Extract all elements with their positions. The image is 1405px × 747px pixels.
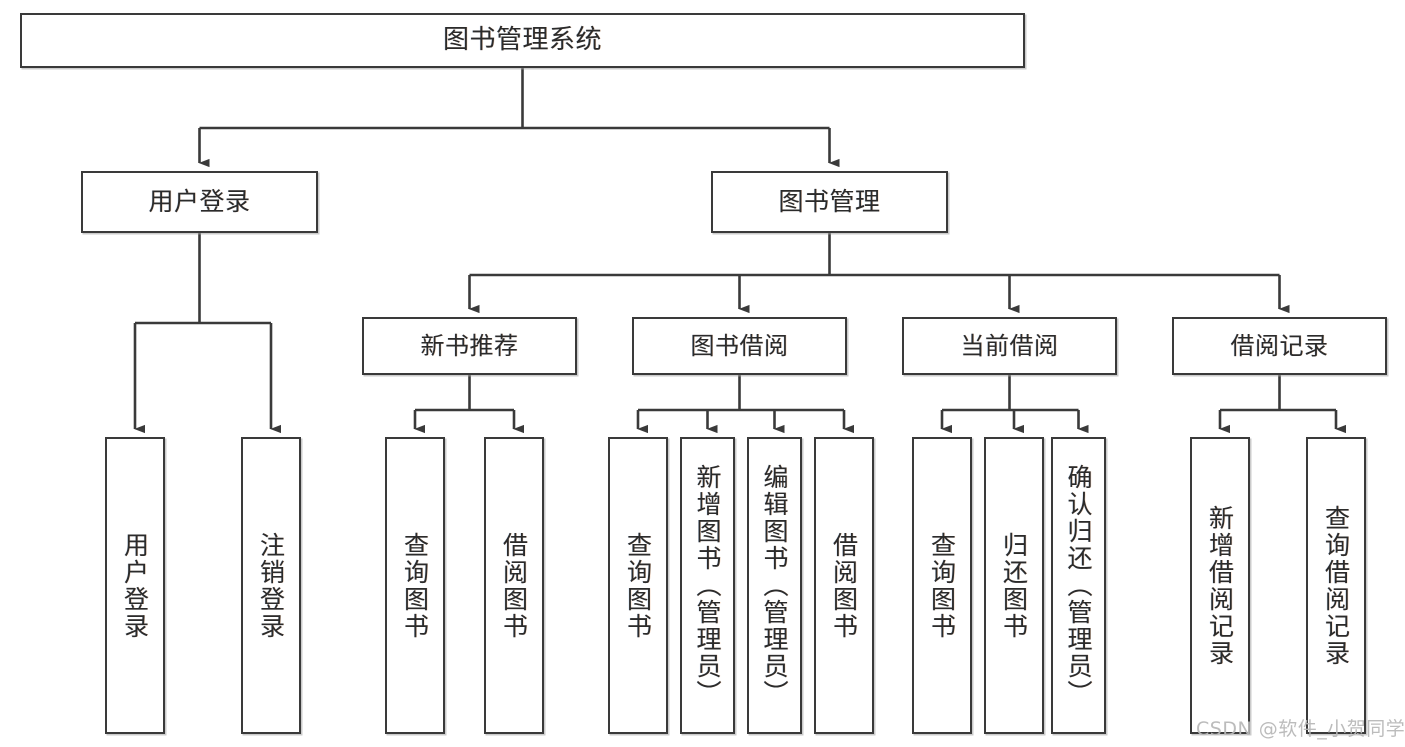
node-new-book-recommend-label: 新书推荐: [420, 331, 519, 360]
leaf-borrow-book-2[interactable]: 借阅图书: [814, 437, 874, 734]
leaf-logout-label: 注销登录: [256, 531, 286, 640]
node-borrow-record-label: 借阅记录: [1230, 331, 1329, 360]
node-root-label: 图书管理系统: [442, 25, 602, 56]
node-user-login-label: 用户登录: [148, 187, 251, 217]
leaf-borrow-book-2-label: 借阅图书: [829, 531, 859, 640]
node-book-manage-label: 图书管理: [778, 187, 881, 217]
leaf-add-book-admin-label: 新增图书（管理员）: [693, 464, 722, 707]
leaf-add-borrow-record[interactable]: 新增借阅记录: [1190, 437, 1250, 734]
leaf-add-book-admin[interactable]: 新增图书（管理员）: [680, 437, 735, 734]
node-root[interactable]: 图书管理系统: [20, 13, 1025, 68]
node-new-book-recommend[interactable]: 新书推荐: [362, 317, 577, 375]
leaf-borrow-book-1-label: 借阅图书: [499, 531, 529, 640]
csdn-watermark: CSDN @软件_小贺同学: [1196, 718, 1405, 740]
node-user-login[interactable]: 用户登录: [81, 171, 318, 233]
leaf-edit-book-admin-label: 编辑图书（管理员）: [760, 464, 789, 707]
leaf-query-book-3-label: 查询图书: [927, 531, 957, 640]
leaf-edit-book-admin[interactable]: 编辑图书（管理员）: [747, 437, 802, 734]
leaf-query-book-2[interactable]: 查询图书: [608, 437, 668, 734]
leaf-borrow-book-1[interactable]: 借阅图书: [484, 437, 544, 734]
leaf-query-borrow-record-label: 查询借阅记录: [1321, 504, 1351, 667]
node-borrow-record[interactable]: 借阅记录: [1172, 317, 1387, 375]
leaf-query-book-3[interactable]: 查询图书: [912, 437, 972, 734]
leaf-add-borrow-record-label: 新增借阅记录: [1205, 504, 1235, 667]
leaf-confirm-return-admin[interactable]: 确认归还（管理员）: [1051, 437, 1106, 734]
leaf-return-book[interactable]: 归还图书: [984, 437, 1044, 734]
leaf-user-login-label: 用户登录: [120, 531, 150, 640]
node-book-manage[interactable]: 图书管理: [711, 171, 948, 233]
leaf-query-book-2-label: 查询图书: [623, 531, 653, 640]
node-book-borrow[interactable]: 图书借阅: [632, 317, 847, 375]
leaf-logout[interactable]: 注销登录: [241, 437, 301, 734]
leaf-return-book-label: 归还图书: [999, 531, 1029, 640]
leaf-query-borrow-record[interactable]: 查询借阅记录: [1306, 437, 1366, 734]
leaf-confirm-return-admin-label: 确认归还（管理员）: [1064, 464, 1093, 707]
node-current-borrow[interactable]: 当前借阅: [902, 317, 1117, 375]
leaf-user-login[interactable]: 用户登录: [105, 437, 165, 734]
leaf-query-book-1-label: 查询图书: [400, 531, 430, 640]
leaf-query-book-1[interactable]: 查询图书: [385, 437, 445, 734]
node-current-borrow-label: 当前借阅: [960, 331, 1059, 360]
node-book-borrow-label: 图书借阅: [690, 331, 789, 360]
